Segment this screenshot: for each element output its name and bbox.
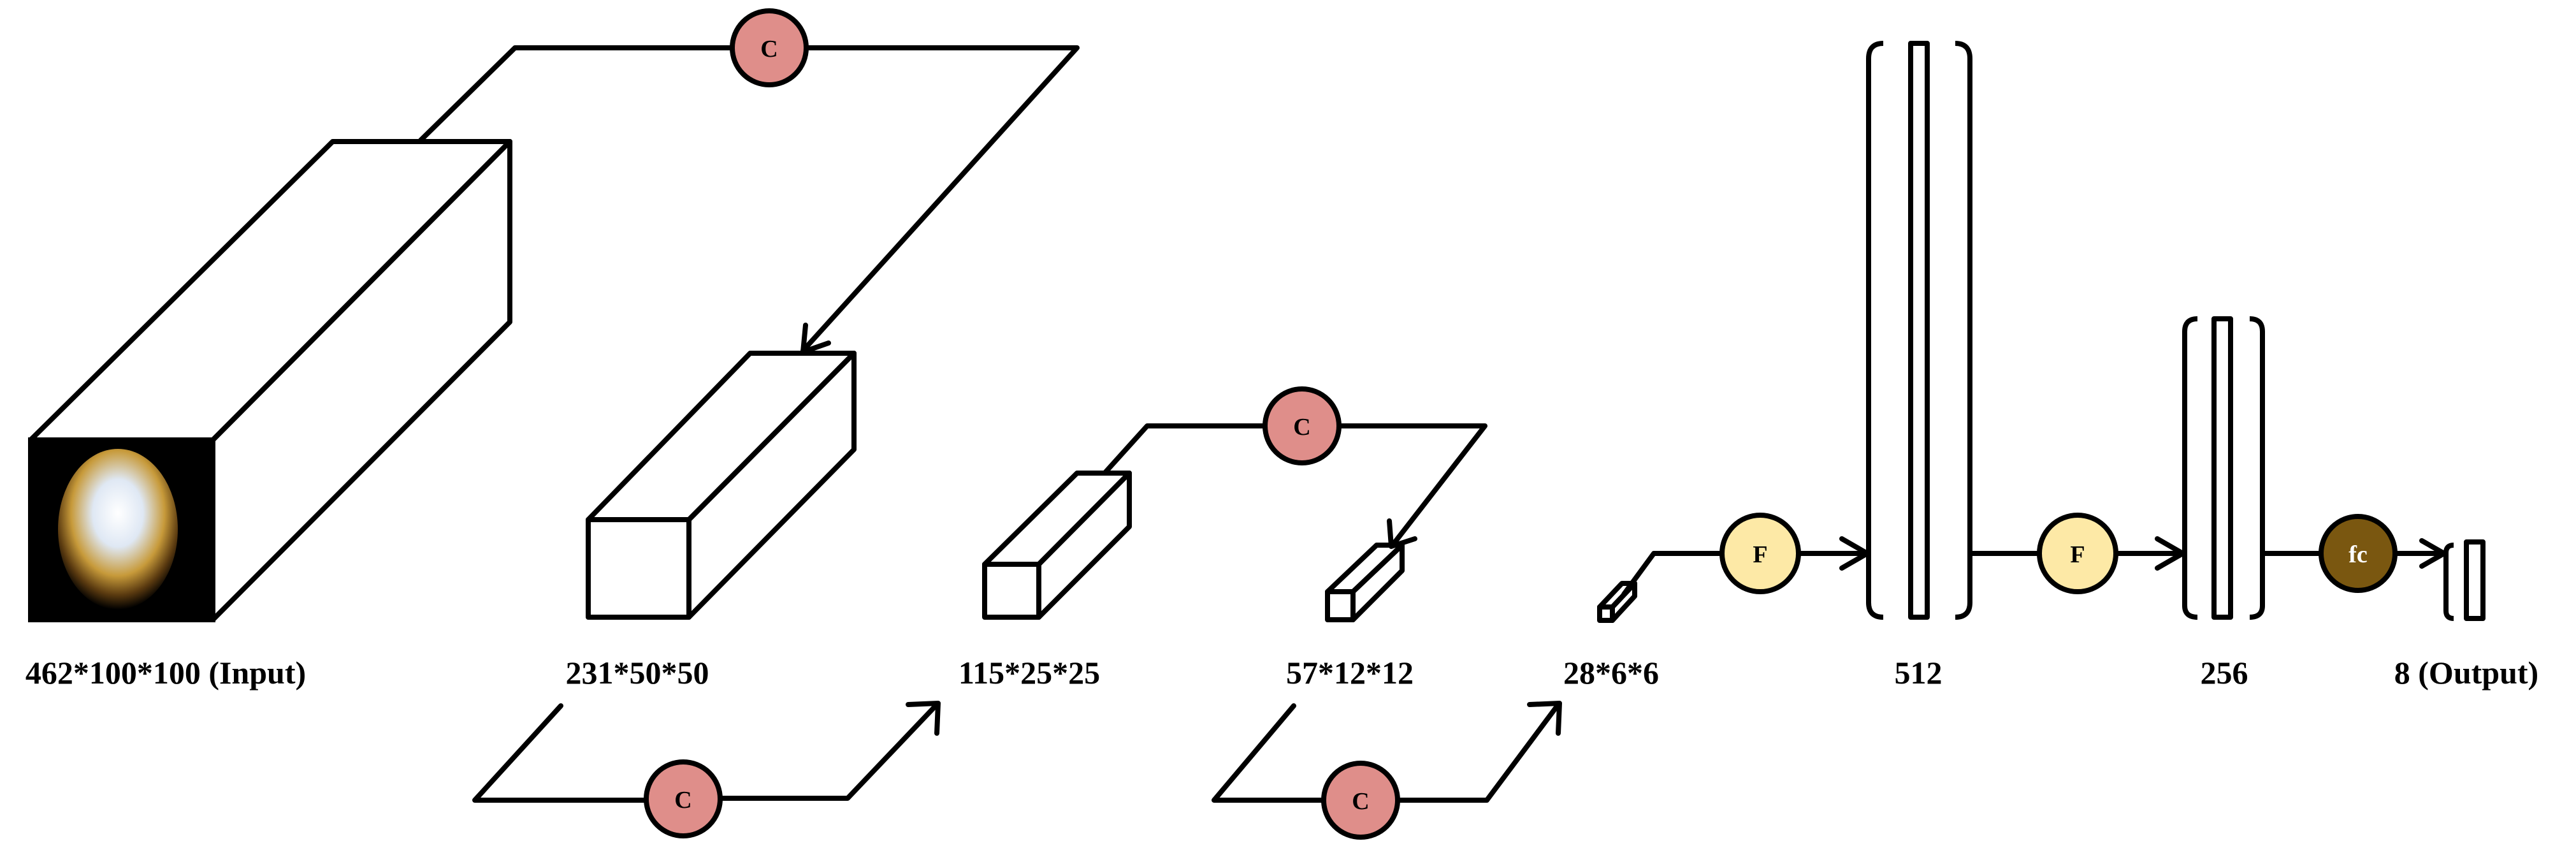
flatten-op-2: F (2037, 513, 2118, 594)
vector-512-bracket-left (1866, 41, 1884, 620)
block-4 (1325, 543, 1405, 622)
arrowhead-bottom-2 (1527, 701, 1562, 736)
skip-connection-top-2b (1338, 423, 1487, 548)
skip-connection-bottom-2 (1212, 703, 1325, 803)
vector-512-bar (1908, 41, 1930, 620)
conv-op-top-1: C (730, 8, 809, 87)
block-5-front (1597, 604, 1615, 623)
skip-connection-bottom-2b (1396, 702, 1561, 803)
arrowhead-to-256 (2155, 536, 2185, 571)
block-input (28, 139, 512, 622)
arrowhead-bottom-1 (906, 701, 941, 736)
block-2-front (586, 517, 691, 620)
conv-op-label: C (1352, 788, 1369, 815)
skip-connection-top-1b (800, 45, 1080, 353)
skip-connection-top-2 (1103, 423, 1266, 474)
conv-op-label: C (760, 36, 778, 62)
conv-op-bottom-1: C (644, 759, 723, 838)
arrowhead-top-1 (800, 323, 831, 355)
flow-to-flatten-1 (1621, 551, 1723, 597)
conv-op-bottom-2: C (1321, 761, 1400, 840)
arrowhead-to-512 (1839, 536, 1870, 571)
stage-label-256: 256 (2201, 655, 2248, 691)
block-3-front (982, 562, 1041, 620)
stage-label-output: 8 (Output) (2394, 655, 2538, 691)
vector-256-bar (2211, 316, 2233, 620)
fc-op: fc (2319, 514, 2398, 593)
vector-256 (2182, 316, 2265, 620)
stage-label-512: 512 (1895, 655, 1943, 691)
block-4-front (1325, 589, 1356, 622)
stage-label-5: 28*6*6 (1563, 655, 1659, 691)
skip-connection-top-1 (418, 45, 734, 143)
vector-512-bracket-right (1955, 41, 1972, 620)
block-4-side (1350, 543, 1405, 622)
flatten-op-label: F (2070, 541, 2085, 568)
skip-connection-bottom-1 (472, 703, 649, 803)
block-2-top (586, 351, 857, 522)
skip-connection-bottom-1b (718, 702, 939, 801)
vector-output (2443, 539, 2486, 621)
vector-512 (1866, 41, 1972, 620)
fc-op-label: fc (2348, 541, 2368, 568)
stage-label-input: 462*100*100 (Input) (25, 655, 306, 691)
stage-label-3: 115*25*25 (959, 655, 1100, 691)
block-2 (586, 351, 857, 620)
input-sample-image (58, 449, 178, 610)
vector-output-bar (2464, 539, 2486, 621)
vector-256-bracket-right (2249, 316, 2265, 620)
flatten-op-label: F (1753, 541, 1767, 568)
arrowhead-top-2 (1387, 518, 1417, 549)
stage-label-2: 231*50*50 (566, 655, 709, 691)
arrowhead-to-output (2419, 538, 2447, 569)
conv-op-label: C (674, 787, 691, 814)
vector-256-bracket-left (2182, 316, 2198, 620)
block-3 (982, 471, 1132, 620)
flatten-op-1: F (1719, 513, 1801, 594)
conv-op-top-2: C (1263, 386, 1342, 465)
conv-op-label: C (1293, 414, 1310, 441)
stage-label-4: 57*12*12 (1286, 655, 1414, 691)
vector-output-bracket-left (2443, 543, 2454, 621)
